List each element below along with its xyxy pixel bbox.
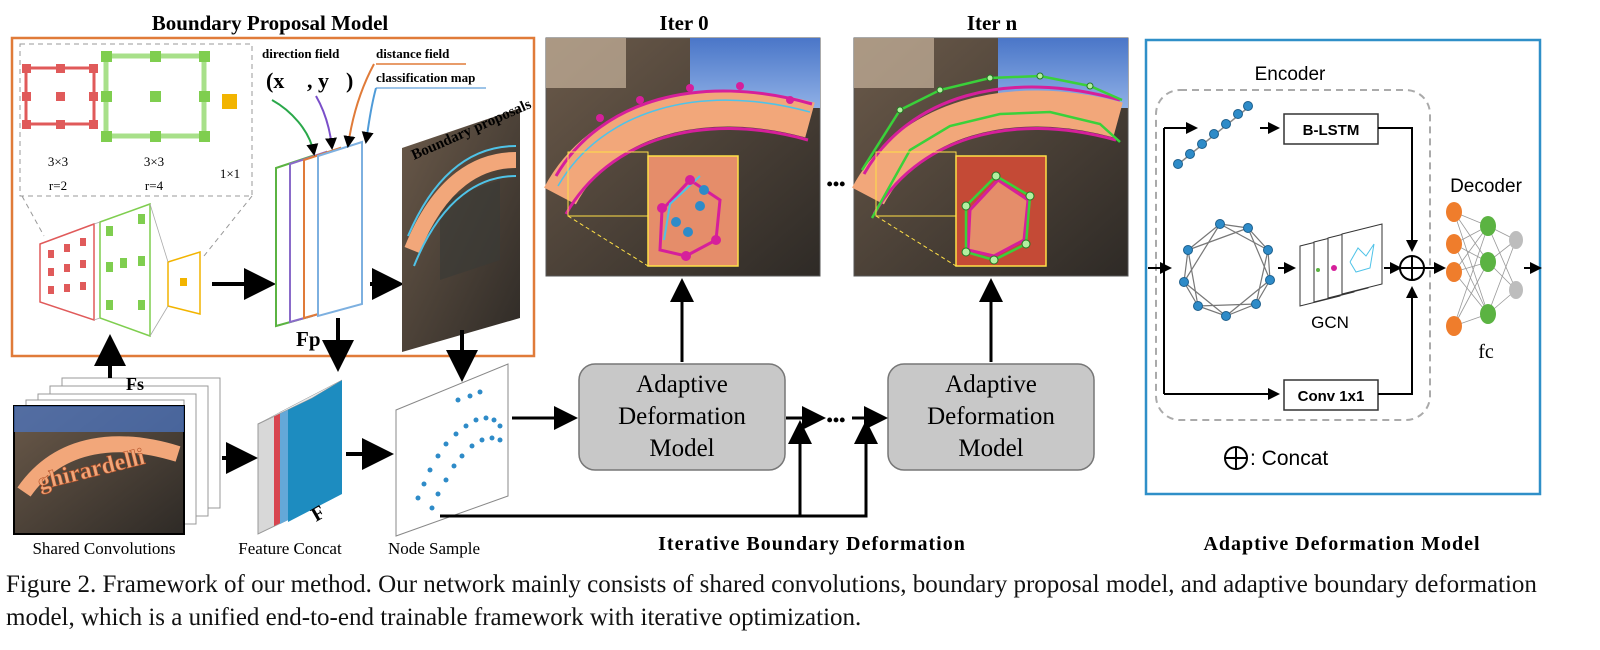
kernel-label-3: 1×1: [220, 166, 240, 181]
shared-convolutions: ghirardelli: [13, 377, 221, 535]
gcn-stack: [1299, 223, 1383, 307]
adm-panel: Encoder B-LSTM: [1144, 38, 1542, 555]
kernel-planes: [39, 202, 201, 338]
adm-box-2-line1: Adaptive: [945, 371, 1037, 398]
node-sample-label: Node Sample: [388, 539, 480, 558]
adm-box-1-line3: Model: [649, 435, 714, 462]
concat-legend-icon: [1224, 446, 1248, 470]
graph-ring: [1183, 223, 1271, 317]
conv-label: Conv 1x1: [1298, 388, 1365, 405]
adm-box-2-line3: Model: [958, 435, 1023, 462]
fc-label: fc: [1478, 341, 1494, 363]
feature-concat-block: [257, 379, 343, 535]
projection-lines: [21, 195, 253, 257]
fp-feature-stack: [275, 140, 363, 328]
adm-box-1: [578, 363, 786, 471]
conv-box: [1283, 379, 1379, 411]
node-chain: [1173, 101, 1253, 169]
kernel-rate-2: r=4: [145, 178, 164, 193]
iter0-image: [544, 37, 821, 277]
adm-box-1-line1: Adaptive: [636, 371, 728, 398]
itern-image: [852, 37, 1129, 277]
boundary-proposal-model: Boundary Proposal Model 3×3 r=2 3×3 r=4 …: [10, 11, 536, 358]
kernel-rate-1: r=2: [49, 178, 67, 193]
fp-label: Fp: [296, 327, 321, 351]
bpm-border: [10, 36, 536, 358]
iter0-title: Iter 0: [659, 11, 708, 35]
adm-box-2: [887, 363, 1095, 471]
concat-legend-label: : Concat: [1250, 447, 1328, 470]
adm-section-label: Adaptive Deformation Model: [1203, 533, 1480, 555]
feature-concat-label: Feature Concat: [238, 539, 342, 558]
decoder-network: [1446, 202, 1523, 336]
direction-vector: (x⃗ , y⃗): [266, 68, 353, 93]
encoder-label: Encoder: [1255, 64, 1326, 85]
framework-figure: Boundary Proposal Model 3×3 r=2 3×3 r=4 …: [10, 11, 1542, 558]
direction-field-label: direction field: [262, 46, 340, 61]
concat-icon: [1399, 255, 1425, 281]
iterative-section-label: Iterative Boundary Deformation: [658, 533, 966, 555]
bpm-title: Boundary Proposal Model: [152, 11, 389, 35]
iterative-boundary-deformation: Iter 0 Iter n: [440, 11, 1129, 555]
distance-field-label: distance field: [376, 46, 450, 61]
f-label: F: [308, 501, 330, 526]
kernel-label-1: 3×3: [48, 154, 68, 169]
gcn-label: GCN: [1311, 313, 1349, 332]
kernel-3x3-r2: [22, 64, 98, 129]
kernel-label-2: 3×3: [144, 154, 164, 169]
fs-label: Fs: [126, 374, 144, 394]
encoder-region: [1155, 89, 1431, 421]
decoder-label: Decoder: [1450, 176, 1522, 197]
classification-map-label: classification map: [376, 70, 475, 85]
iter-ellipsis-bottom: •••: [827, 410, 846, 430]
adm-box-1-line2: Deformation: [618, 403, 746, 430]
kernel-1x1: [222, 94, 237, 109]
kernel-3x3-r4: [101, 51, 210, 142]
node-sample-plane: [395, 363, 509, 537]
figure-caption: Figure 2. Framework of our method. Our n…: [6, 571, 1537, 631]
itern-title: Iter n: [967, 11, 1018, 35]
blstm-label: B-LSTM: [1303, 122, 1360, 139]
iter-ellipsis-top: •••: [827, 174, 846, 194]
shared-conv-label: Shared Convolutions: [32, 539, 175, 558]
adm-box-2-line2: Deformation: [927, 403, 1055, 430]
boundary-proposals-image: Boundary proposals: [402, 96, 534, 352]
kernel-inset: [19, 43, 253, 197]
